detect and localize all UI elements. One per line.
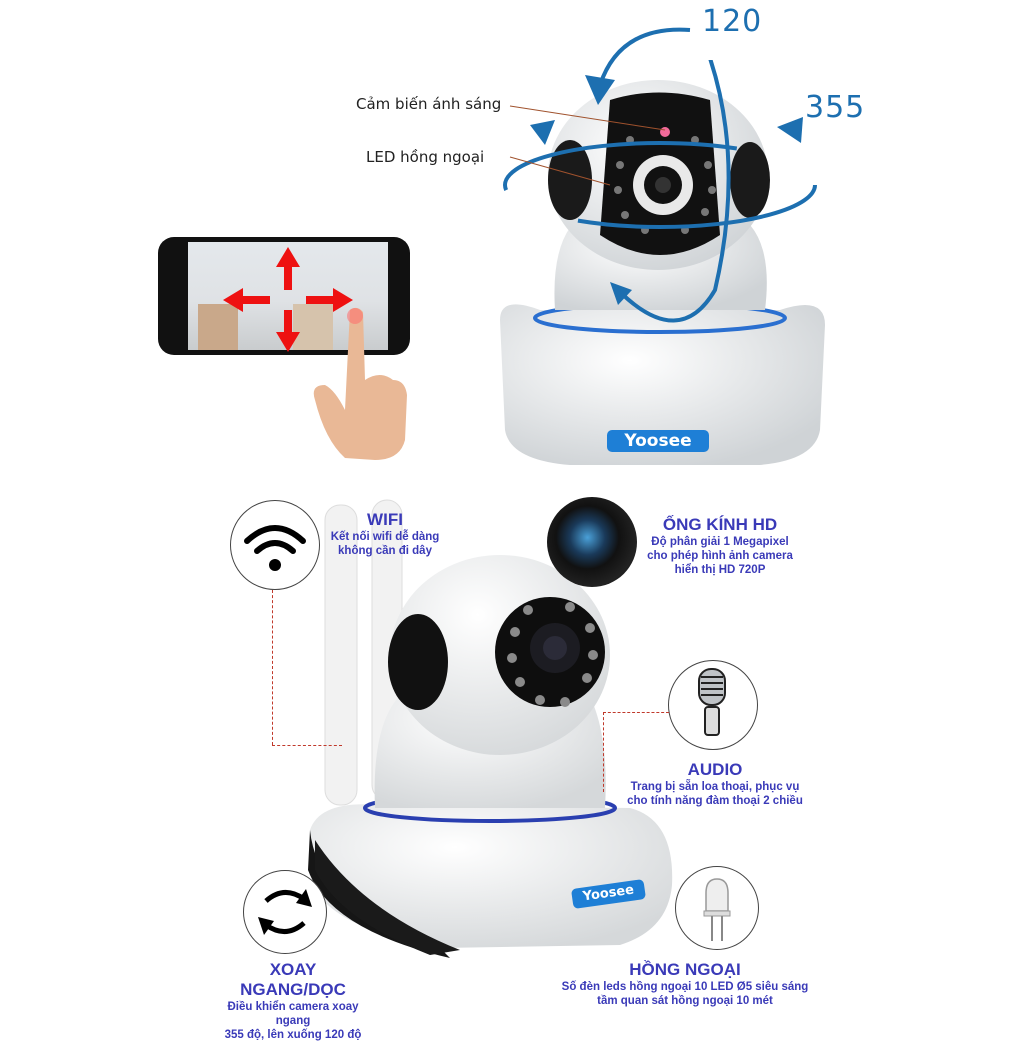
yoosee-logo-top: Yoosee bbox=[607, 430, 709, 452]
infrared-icon-circle bbox=[675, 866, 759, 950]
infrared-desc-line1: Số đèn leds hồng ngoại 10 LED Ø5 siêu sá… bbox=[561, 981, 809, 993]
wifi-connector-line bbox=[272, 590, 273, 745]
wifi-icon bbox=[244, 525, 306, 571]
tilt-arrow-icon bbox=[585, 27, 691, 105]
infrared-desc-line2: tầm quan sát hồng ngoại 10 mét bbox=[597, 995, 773, 1007]
pan-arrow-left-icon bbox=[530, 120, 555, 145]
callout-lines bbox=[509, 105, 666, 186]
microphone-icon bbox=[698, 668, 726, 736]
pan-degrees-label: 355 bbox=[805, 90, 866, 125]
rotate-arrows-icon bbox=[258, 889, 312, 935]
tilt-degrees-label: 120 bbox=[702, 4, 763, 39]
wifi-icon-circle bbox=[230, 500, 320, 590]
wifi-title: WIFI bbox=[367, 510, 403, 529]
audio-desc-line1: Trang bị sẵn loa thoại, phục vụ bbox=[630, 781, 800, 793]
pan-arrow-right-icon bbox=[777, 117, 803, 143]
direction-arrows-icon bbox=[223, 247, 353, 352]
room-window-left bbox=[198, 304, 238, 350]
rotate-feature-text: XOAY NGANG/DỌC Điều khiển camera xoay ng… bbox=[218, 960, 368, 1042]
hd-lens-icon bbox=[547, 497, 637, 587]
lens-desc-line2: cho phép hình ảnh camera bbox=[647, 550, 793, 562]
ir-led-callout: LED hồng ngoại bbox=[366, 148, 485, 166]
audio-icon-circle bbox=[668, 660, 758, 750]
camera-bottom-graphic bbox=[308, 499, 673, 958]
wifi-feature-text: WIFI Kết nối wifi dễ dàng không cần đi d… bbox=[320, 510, 450, 558]
audio-feature-text: AUDIO Trang bị sẵn loa thoại, phục vụ ch… bbox=[615, 760, 815, 808]
wifi-connector-line-h bbox=[272, 745, 342, 746]
pointing-hand-icon bbox=[313, 307, 407, 460]
rotate-desc-line1: Điều khiển camera xoay ngang bbox=[227, 1001, 359, 1027]
rotate-title: XOAY NGANG/DỌC bbox=[240, 960, 346, 999]
infrared-feature-text: HỒNG NGOẠI Số đèn leds hồng ngoại 10 LED… bbox=[555, 960, 815, 1008]
audio-title: AUDIO bbox=[687, 760, 743, 779]
light-sensor-callout: Cảm biến ánh sáng bbox=[356, 95, 502, 113]
ir-led-icon bbox=[703, 878, 731, 941]
camera-top-graphic bbox=[500, 19, 825, 465]
room-window-right bbox=[293, 304, 333, 350]
wifi-desc-line1: Kết nối wifi dễ dàng bbox=[330, 531, 440, 543]
audio-connector-line-v bbox=[603, 712, 604, 792]
lens-desc-line1: Độ phân giải 1 Megapixel bbox=[651, 536, 789, 548]
lens-desc-line3: hiển thị HD 720P bbox=[674, 564, 766, 576]
rotate-desc-line2: 355 độ, lên xuống 120 độ bbox=[224, 1029, 362, 1041]
audio-desc-line2: cho tính năng đàm thoại 2 chiều bbox=[627, 795, 803, 807]
lens-feature-text: ỐNG KÍNH HD Độ phân giải 1 Megapixel cho… bbox=[640, 515, 800, 577]
top-camera-illustration bbox=[480, 19, 840, 490]
wifi-desc-line2: không cần đi dây bbox=[338, 545, 432, 557]
rotate-icon-circle bbox=[243, 870, 327, 954]
infrared-title: HỒNG NGOẠI bbox=[629, 960, 741, 979]
lens-title: ỐNG KÍNH HD bbox=[662, 515, 778, 534]
audio-connector-line bbox=[603, 712, 669, 713]
